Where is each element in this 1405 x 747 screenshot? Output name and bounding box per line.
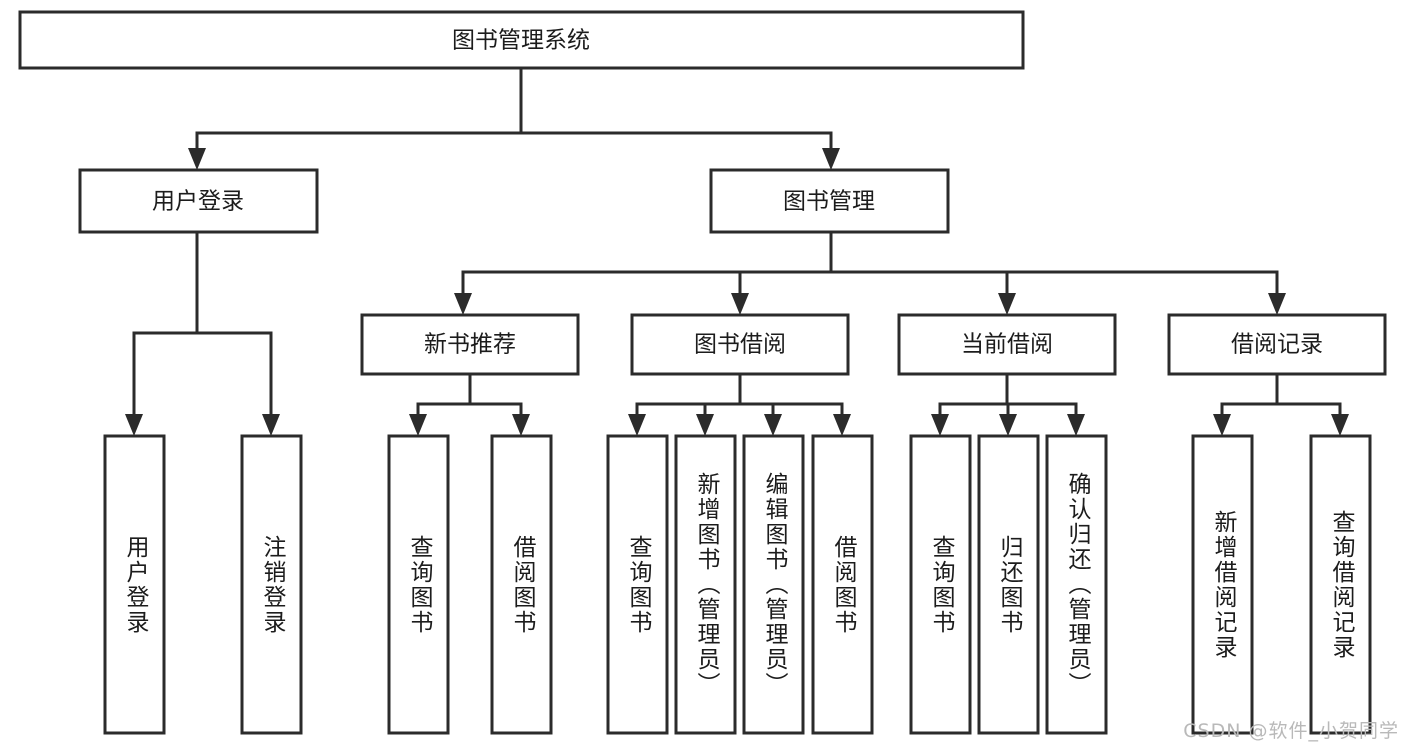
arrow-head-current-leaf3 bbox=[1067, 414, 1085, 436]
leaf-rect-query-book-2[interactable] bbox=[606, 434, 669, 735]
node-book-borrow[interactable]: 图书借阅 bbox=[630, 313, 850, 376]
node-current-borrow-rect[interactable] bbox=[897, 313, 1117, 376]
leaf-rect-return-book[interactable] bbox=[977, 434, 1040, 735]
arrow-head-current-leaf2 bbox=[999, 414, 1017, 436]
leaf-rect-add-book-admin[interactable] bbox=[674, 434, 737, 735]
leaf-rect-confirm-return-admin[interactable] bbox=[1045, 434, 1108, 735]
arrow-head-record-leaf2 bbox=[1331, 414, 1349, 436]
node-book-manage-rect[interactable] bbox=[709, 168, 950, 234]
node-book-borrow-label: 图书借阅 bbox=[694, 332, 786, 358]
node-new-book-recommend-label: 新书推荐 bbox=[424, 332, 516, 358]
node-user-login-label: 用户登录 bbox=[152, 189, 244, 215]
connector-group-new-book bbox=[409, 372, 530, 436]
arrow-head-record-leaf1 bbox=[1213, 414, 1231, 436]
node-user-login-rect[interactable] bbox=[78, 168, 319, 234]
arrow-head-new-book bbox=[454, 293, 472, 315]
connector-group-book-manage bbox=[454, 230, 1286, 315]
node-current-borrow-label: 当前借阅 bbox=[961, 332, 1053, 358]
node-new-book-recommend-rect[interactable] bbox=[360, 313, 580, 376]
node-borrow-record[interactable]: 借阅记录 bbox=[1167, 313, 1387, 376]
leaf-rect-edit-book-admin[interactable] bbox=[742, 434, 805, 735]
arrow-head-borrow-leaf4 bbox=[833, 414, 851, 436]
arrow-head-current-borrow bbox=[998, 293, 1016, 315]
node-book-manage[interactable]: 图书管理 bbox=[709, 168, 950, 234]
leaf-rect-logout[interactable] bbox=[240, 434, 303, 735]
arrow-head-borrow-leaf2 bbox=[696, 414, 714, 436]
node-book-borrow-rect[interactable] bbox=[630, 313, 850, 376]
leaf-rect-borrow-book-1[interactable] bbox=[490, 434, 553, 735]
arrow-head-book-borrow bbox=[731, 293, 749, 315]
arrow-head-borrow-leaf3 bbox=[764, 414, 782, 436]
connector-group-user-login bbox=[125, 230, 280, 436]
arrow-head-book-manage bbox=[822, 148, 840, 170]
arrow-head-user-login bbox=[188, 148, 206, 170]
connector-group-borrow-record bbox=[1213, 372, 1349, 436]
node-borrow-record-label: 借阅记录 bbox=[1231, 332, 1323, 358]
node-current-borrow[interactable]: 当前借阅 bbox=[897, 313, 1117, 376]
arrow-head-current-leaf1 bbox=[931, 414, 949, 436]
leaf-rect-query-book-3[interactable] bbox=[909, 434, 972, 735]
node-user-login[interactable]: 用户登录 bbox=[78, 168, 319, 234]
leaf-rect-user-login[interactable] bbox=[103, 434, 166, 735]
node-root-system-label: 图书管理系统 bbox=[452, 28, 590, 54]
node-borrow-record-rect[interactable] bbox=[1167, 313, 1387, 376]
arrow-head-newbook-leaf1 bbox=[409, 414, 427, 436]
connector-group-root bbox=[188, 66, 840, 170]
arrow-head-leaf-logout bbox=[262, 414, 280, 436]
node-root-system[interactable]: 图书管理系统 bbox=[18, 10, 1025, 70]
node-book-manage-label: 图书管理 bbox=[783, 189, 875, 215]
node-root-system-rect[interactable] bbox=[18, 10, 1025, 70]
arrow-head-newbook-leaf2 bbox=[512, 414, 530, 436]
arrow-head-borrow-record bbox=[1268, 293, 1286, 315]
leaf-rect-query-book-1[interactable] bbox=[387, 434, 450, 735]
leaf-rect-add-borrow-record[interactable] bbox=[1191, 434, 1254, 735]
connector-group-current-borrow bbox=[931, 372, 1085, 436]
node-new-book-recommend[interactable]: 新书推荐 bbox=[360, 313, 580, 376]
arrow-head-leaf-user-login bbox=[125, 414, 143, 436]
connector-group-book-borrow bbox=[628, 372, 851, 436]
leaf-rect-query-borrow-record[interactable] bbox=[1309, 434, 1372, 735]
csdn-watermark: CSDN @软件_小贺同学 bbox=[1183, 720, 1399, 742]
leaf-rect-borrow-book-2[interactable] bbox=[811, 434, 874, 735]
arrow-head-borrow-leaf1 bbox=[628, 414, 646, 436]
